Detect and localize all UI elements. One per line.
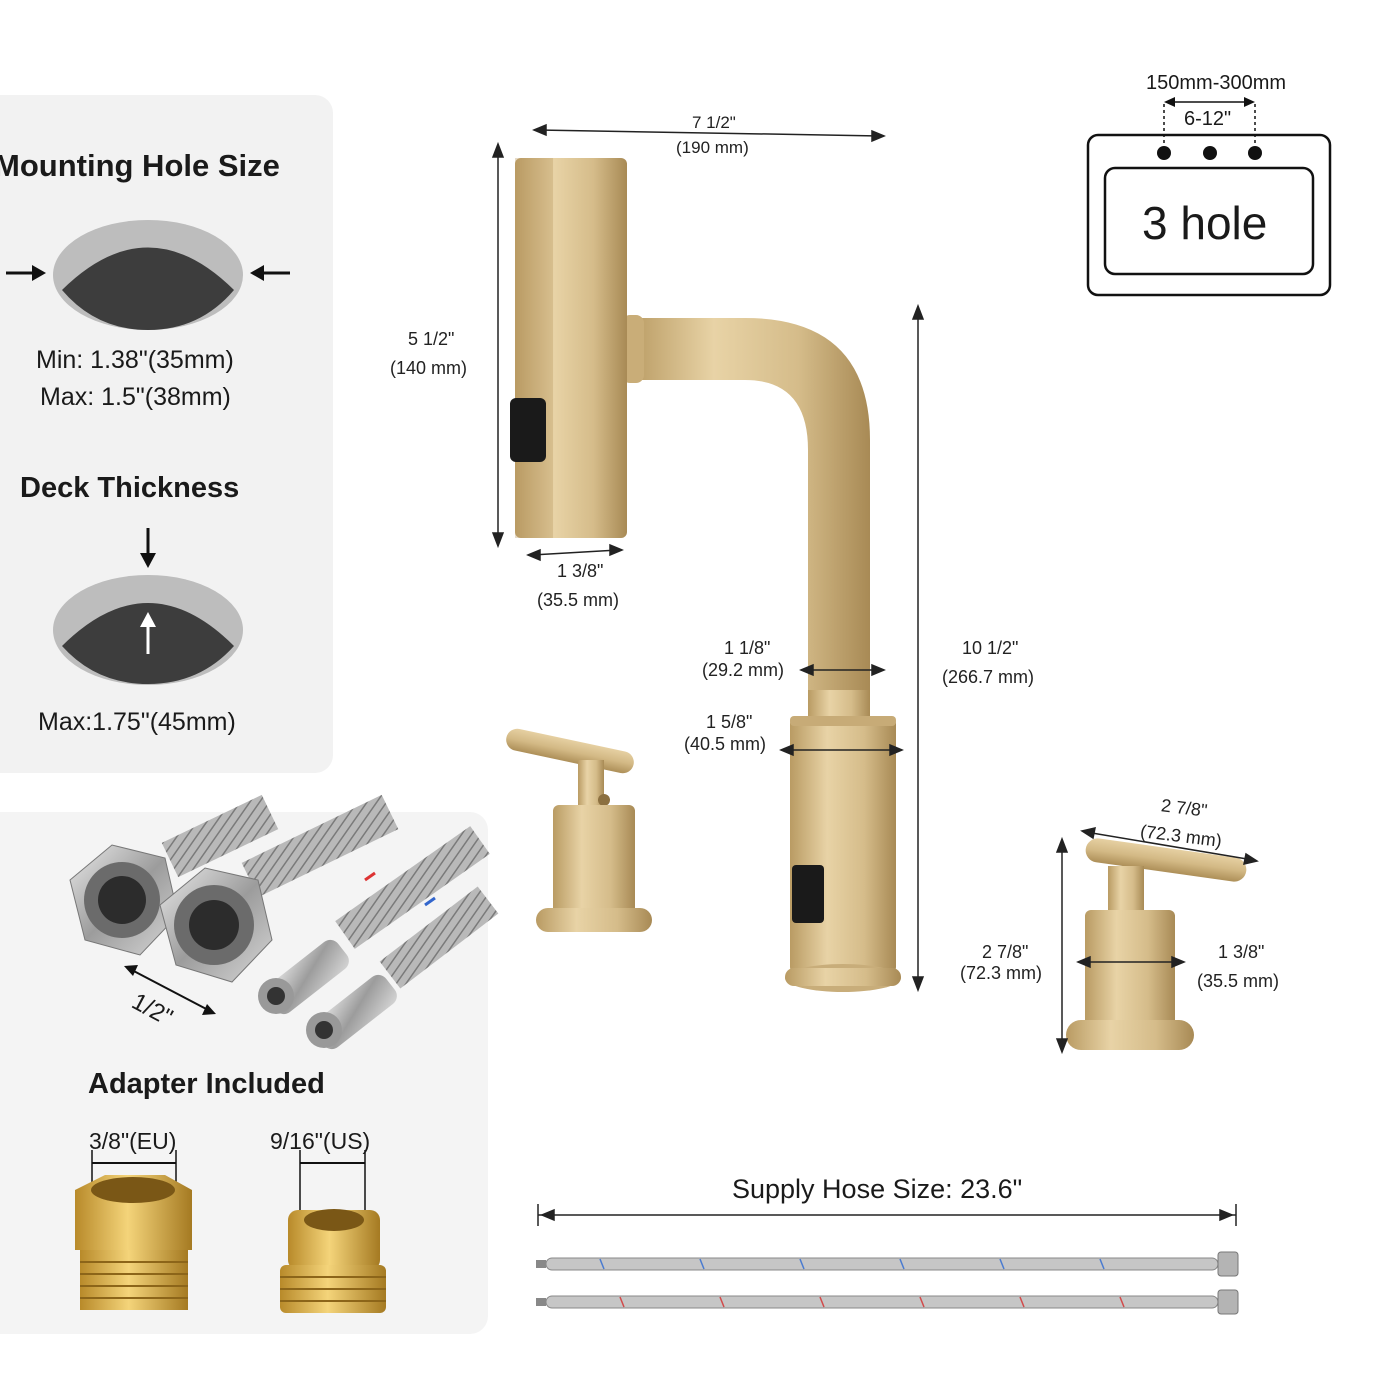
three-hole-diagram [1086,97,1332,297]
eu-adapter-label: 3/8"(EU) [89,1128,177,1154]
base-width-inches: 1 5/8" [706,712,753,732]
mounting-hole-max: Max: 1.5"(38mm) [40,383,231,411]
reach-mm: (190 mm) [676,138,749,157]
hole-spacing-inches: 6-12" [1184,108,1232,130]
head-height-mm: (140 mm) [390,358,468,378]
left-handle-body [553,805,635,915]
arrow-left-icon [250,265,264,281]
total-height-mm: (266.7 mm) [942,667,1035,687]
adapter-included-title: Adapter Included [88,1068,325,1100]
right-handle-body [1085,910,1175,1028]
supply-hose-size: Supply Hose Size: 23.6" [732,1174,1023,1204]
deck-thickness-max: Max:1.75"(45mm) [38,708,236,736]
handle-height-inches: 2 7/8" [982,942,1029,962]
spray-button [510,398,546,462]
hole-3 [1248,146,1262,160]
handle-width-inches: 1 3/8" [1218,942,1265,962]
right-handle-lever [1085,838,1247,882]
mounting-hole-opening [62,247,234,330]
mounting-hole-title: Mounting Hole Size [0,148,280,183]
eu-adapter-thread [80,1250,188,1310]
spout-base [790,718,896,973]
mounting-hole-min: Min: 1.38"(35mm) [36,346,234,374]
hole-1 [1157,146,1171,160]
hole-2 [1203,146,1217,160]
handle-width-mm: (35.5 mm) [1197,971,1280,991]
neck-width-inches: 1 1/8" [724,638,771,658]
supply-hoses [536,1251,1239,1315]
total-height-inches: 10 1/2" [962,638,1019,658]
head-height-inches: 5 1/2" [408,329,455,349]
sensor-window [792,865,824,923]
left-handle-lever [506,728,634,774]
arrow-up-icon [140,612,156,627]
base-width-mm: (40.5 mm) [684,734,767,754]
neck-width-mm: (29.2 mm) [702,660,785,680]
us-adapter-label: 9/16"(US) [270,1128,371,1154]
reach-inches: 7 1/2" [692,113,736,132]
head-width-mm: (35.5 mm) [537,590,620,610]
spout-neck [630,318,870,700]
handle-height-mm: (72.3 mm) [960,963,1043,983]
deck-thickness-title: Deck Thickness [20,472,240,504]
hole-spacing-mm: 150mm-300mm [1146,72,1287,94]
head-width-inches: 1 3/8" [557,561,604,581]
hole-count-label: 3 hole [1142,197,1268,249]
arrow-down-icon [140,553,156,568]
arrow-right-icon [32,265,46,281]
